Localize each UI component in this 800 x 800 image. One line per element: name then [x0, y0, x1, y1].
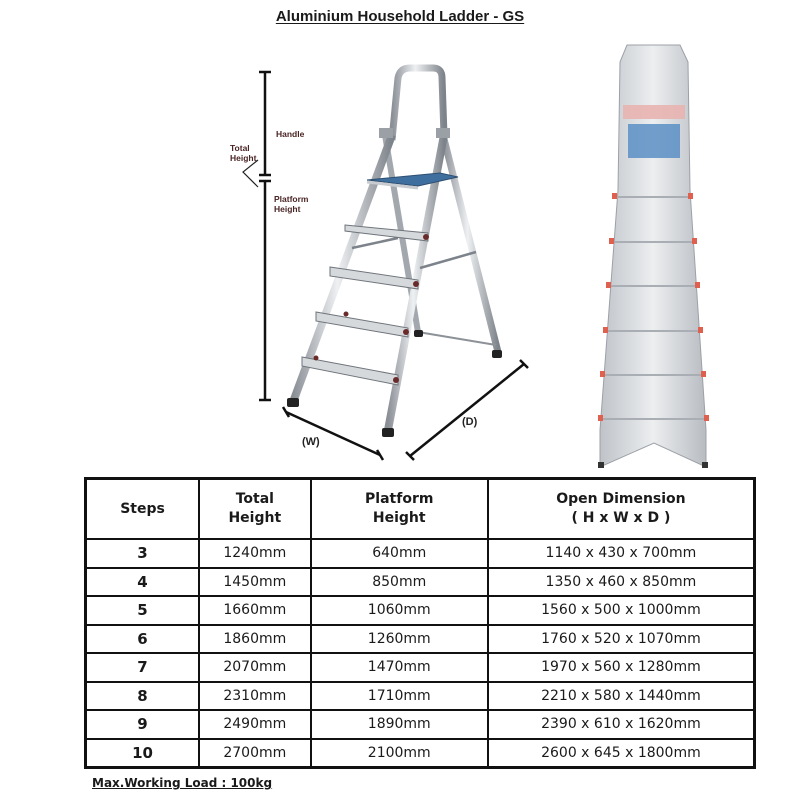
cell-total-height: 2310mm — [198, 680, 312, 711]
cell-total-height: 2070mm — [198, 652, 312, 683]
cell-total-height: 1660mm — [198, 595, 312, 626]
table-row: 7 2070mm 1470mm 1970 x 560 x 1280mm — [84, 652, 756, 683]
table-row: 10 2700mm 2100mm 2600 x 645 x 1800mm — [84, 737, 756, 769]
ladder-diagram: Handle Total Height Platform Height (W) … — [0, 40, 800, 470]
cell-open-dimension: 2390 x 610 x 1620mm — [486, 709, 756, 740]
cell-open-dimension: 1970 x 560 x 1280mm — [486, 652, 756, 683]
platform-height-label: Platform Height — [274, 194, 309, 214]
cell-open-dimension: 1140 x 430 x 700mm — [486, 538, 756, 569]
cell-platform-height: 1060mm — [309, 595, 489, 626]
cell-platform-height: 640mm — [309, 538, 489, 569]
width-label: (W) — [302, 436, 320, 448]
cell-platform-height: 1710mm — [309, 680, 489, 711]
cell-steps: 6 — [84, 623, 200, 654]
cell-open-dimension: 1560 x 500 x 1000mm — [486, 595, 756, 626]
page-title: Aluminium Household Ladder - GS — [0, 8, 800, 25]
depth-label: (D) — [462, 416, 478, 428]
cell-total-height: 2490mm — [198, 709, 312, 740]
cell-platform-height: 850mm — [309, 566, 489, 597]
title-text: Aluminium Household Ladder - GS — [275, 8, 525, 25]
cell-open-dimension: 2600 x 645 x 1800mm — [486, 737, 756, 769]
header-steps: Steps — [84, 477, 200, 540]
height-dimension-line — [259, 70, 271, 402]
cell-total-height: 2700mm — [198, 737, 312, 769]
cell-total-height: 1240mm — [198, 538, 312, 569]
cell-steps: 3 — [84, 538, 200, 569]
ladder-steps — [301, 224, 429, 386]
cell-open-dimension: 2210 x 580 x 1440mm — [486, 680, 756, 711]
table-row: 6 1860mm 1260mm 1760 x 520 x 1070mm — [84, 623, 756, 654]
cell-steps: 10 — [84, 737, 200, 769]
cell-platform-height: 1890mm — [309, 709, 489, 740]
table-row: 9 2490mm 1890mm 2390 x 610 x 1620mm — [84, 709, 756, 740]
cell-steps: 7 — [84, 652, 200, 683]
table-row: 4 1450mm 850mm 1350 x 460 x 850mm — [84, 566, 756, 597]
total-height-bracket — [242, 159, 259, 188]
table-row: 3 1240mm 640mm 1140 x 430 x 700mm — [84, 538, 756, 569]
folded-ladder-photo — [598, 44, 709, 468]
header-open-dimension: Open Dimension( H x W x D ) — [486, 477, 756, 540]
total-height-label: Total Height — [230, 143, 257, 163]
cell-open-dimension: 1350 x 460 x 850mm — [486, 566, 756, 597]
step-ladder — [287, 64, 502, 437]
table-row: 8 2310mm 1710mm 2210 x 580 x 1440mm — [84, 680, 756, 711]
cell-platform-height: 1260mm — [309, 623, 489, 654]
cell-platform-height: 2100mm — [309, 737, 489, 769]
cell-steps: 4 — [84, 566, 200, 597]
cell-steps: 8 — [84, 680, 200, 711]
handle-label: Handle — [276, 129, 305, 139]
width-depth-dimension-lines — [281, 359, 529, 461]
cell-steps: 5 — [84, 595, 200, 626]
cell-total-height: 1450mm — [198, 566, 312, 597]
cell-open-dimension: 1760 x 520 x 1070mm — [486, 623, 756, 654]
cell-steps: 9 — [84, 709, 200, 740]
cell-total-height: 1860mm — [198, 623, 312, 654]
ladder-illustration — [242, 44, 709, 468]
cell-platform-height: 1470mm — [309, 652, 489, 683]
table-row: 5 1660mm 1060mm 1560 x 500 x 1000mm — [84, 595, 756, 626]
max-working-load: Max.Working Load : 100kg — [92, 776, 273, 790]
